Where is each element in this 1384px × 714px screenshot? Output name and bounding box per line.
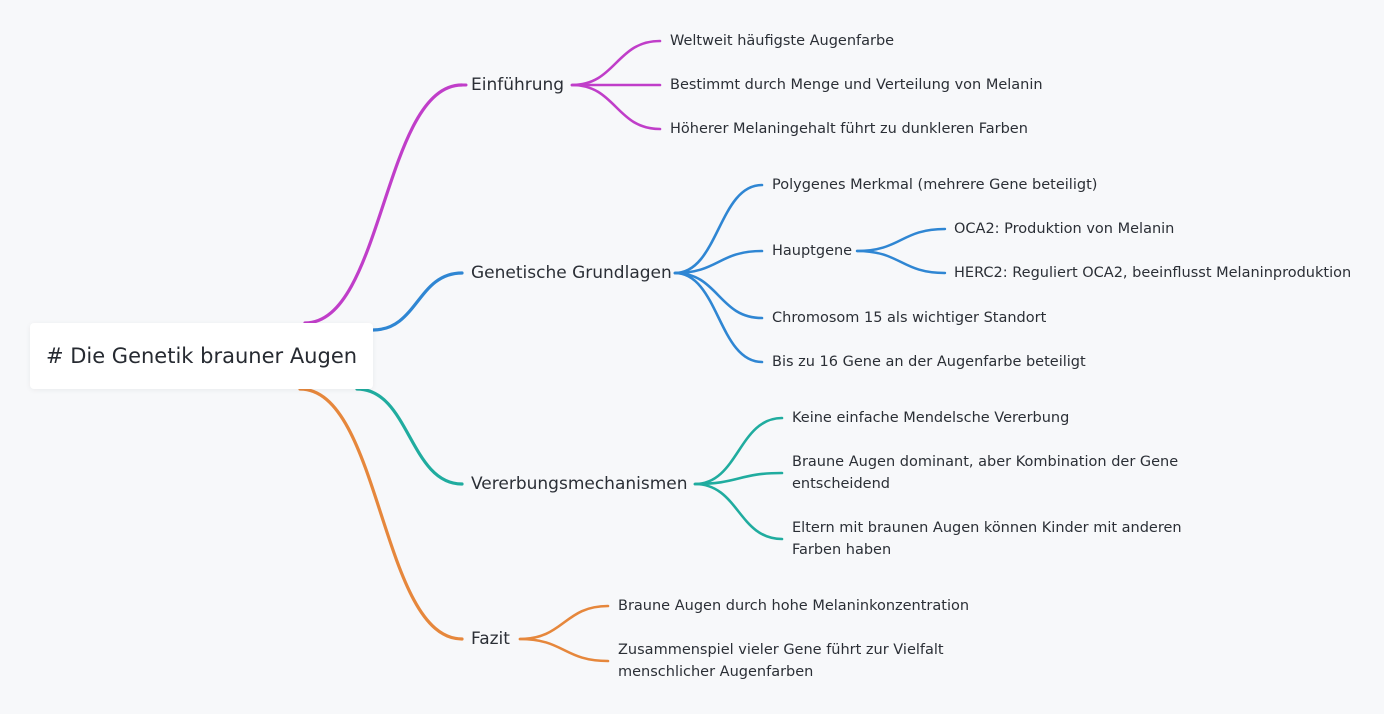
edge-grundlagen-3 [673, 271, 764, 320]
branch-grundlagen[interactable]: Genetische Grundlagen [471, 263, 672, 283]
leaf-hauptgene[interactable]: Hauptgene [772, 243, 853, 259]
edge-vererbung-2 [693, 471, 784, 486]
root-node[interactable]: # Die Genetik brauner Augen [30, 323, 373, 389]
leaf-grundlagen-4[interactable]: Bis zu 16 Gene an der Augenfarbe beteili… [772, 354, 1086, 370]
leaf-fazit-1[interactable]: Braune Augen durch hohe Melaninkonzentra… [618, 598, 970, 614]
edge-grundlagen-2 [673, 249, 764, 275]
edge-vererbung-1 [693, 416, 784, 486]
leaf-einfuehrung-3[interactable]: Höherer Melaningehalt führt zu dunkleren… [670, 121, 1028, 137]
edge-fazit-2 [518, 637, 610, 663]
leaf-einfuehrung-2[interactable]: Bestimmt durch Menge und Verteilung von … [670, 77, 1043, 93]
edge-fazit-1 [518, 604, 610, 641]
edge-root-einfuehrung [303, 83, 464, 325]
leaf-einfuehrung-1[interactable]: Weltweit häufigste Augenfarbe [670, 33, 895, 49]
edge-root-grundlagen [371, 271, 464, 332]
edge-root-fazit [298, 387, 464, 641]
edge-root-vererbung [355, 387, 464, 486]
leaf-oca2[interactable]: OCA2: Produktion von Melanin [954, 221, 1175, 237]
leaf-grundlagen-3[interactable]: Chromosom 15 als wichtiger Standort [772, 310, 1047, 326]
leaf-vererbung-2[interactable]: Braune Augen dominant, aber Kombination … [792, 454, 1179, 492]
branch-vererbung[interactable]: Vererbungsmechanismen [471, 474, 688, 494]
root-title: # Die Genetik brauner Augen [45, 344, 358, 368]
edge-vererbung-3 [693, 482, 784, 541]
leaf-grundlagen-1[interactable]: Polygenes Merkmal (mehrere Gene beteilig… [772, 177, 1098, 193]
edge-hauptgene-oca2 [855, 227, 947, 253]
edge-einfuehrung-3 [570, 83, 662, 131]
edge-einfuehrung-1 [570, 39, 662, 87]
leaf-herc2[interactable]: HERC2: Reguliert OCA2, beeinflusst Melan… [954, 265, 1352, 281]
leaf-fazit-2[interactable]: Zusammenspiel vieler Gene führt zur Viel… [618, 642, 944, 680]
edge-hauptgene-herc2 [855, 249, 947, 275]
edge-grundlagen-1 [673, 183, 764, 275]
branch-einfuehrung[interactable]: Einführung [471, 75, 565, 95]
branch-fazit[interactable]: Fazit [471, 629, 510, 649]
leaf-vererbung-1[interactable]: Keine einfache Mendelsche Vererbung [792, 410, 1070, 426]
edge-grundlagen-4 [673, 271, 764, 364]
leaf-vererbung-3[interactable]: Eltern mit braunen Augen können Kinder m… [792, 520, 1182, 558]
